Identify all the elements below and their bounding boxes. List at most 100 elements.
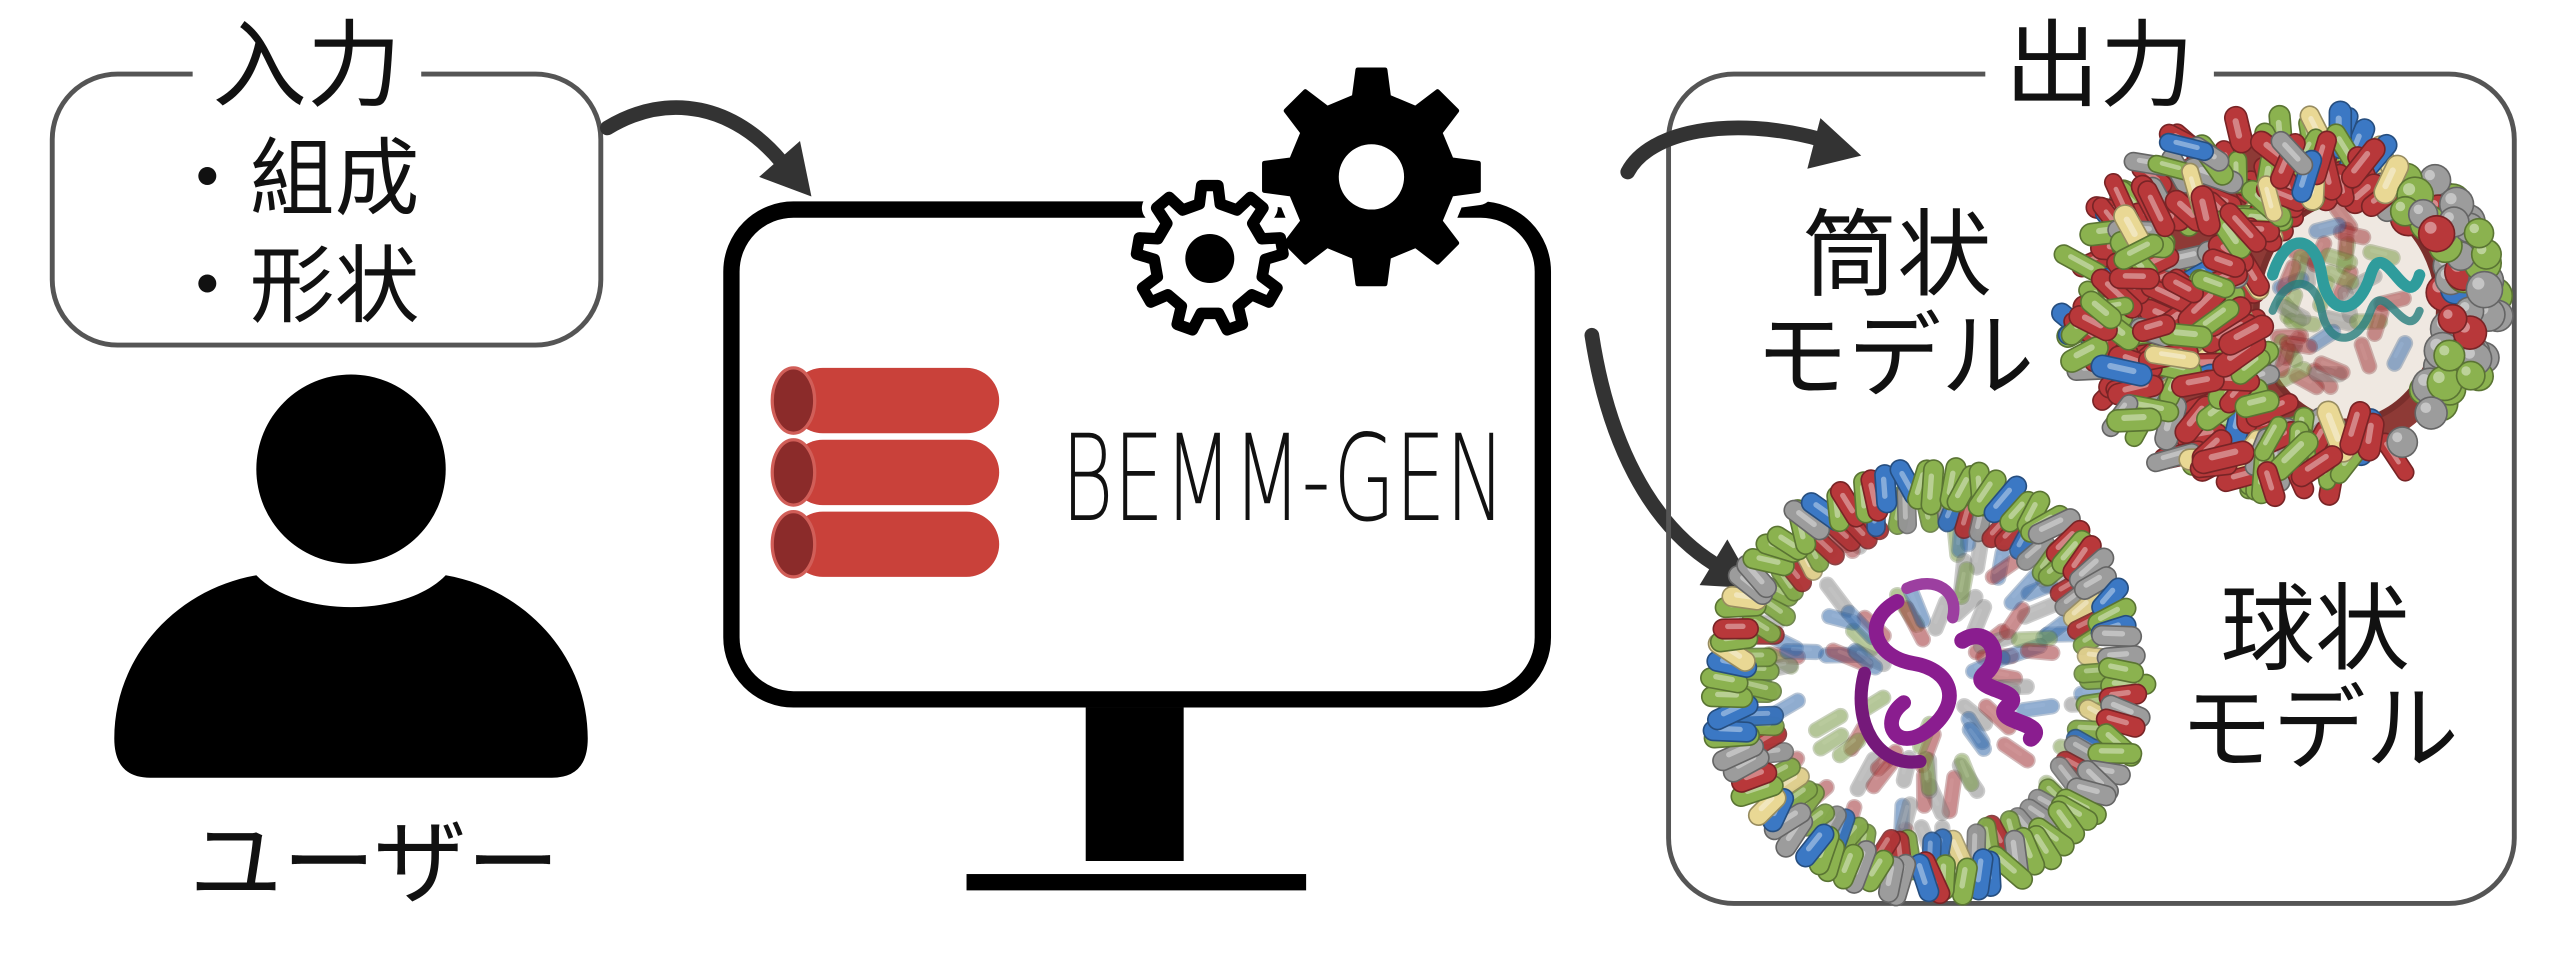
cylinder-pore-residue <box>2388 336 2412 371</box>
monitor-neck <box>1085 707 1184 861</box>
output-panel: 出力 <box>1666 12 2517 906</box>
sphere-inner-residue <box>1848 644 1882 674</box>
cylinder-pore-residue <box>2338 223 2354 260</box>
sphere-shell-residue-highlight <box>1959 866 1968 889</box>
cylinder-pore-residue <box>2309 218 2346 238</box>
cylinder-pore-residue-outline <box>2332 223 2372 246</box>
cylinder-sphere-residue-highlight <box>2424 221 2437 234</box>
sphere-inner-residue-highlight <box>1850 727 1862 744</box>
cylinder-pore-residue <box>2314 357 2350 379</box>
cylinder-pore-residue-highlight <box>2370 248 2388 256</box>
cylinder-sphere-residue-highlight <box>2445 192 2457 205</box>
cylinder-pore-residue-highlight <box>2372 310 2381 328</box>
cylinder-pore-residue <box>2284 314 2321 331</box>
sphere-inner-residue-highlight <box>1818 713 1838 727</box>
sphere-shell-residue-highlight <box>1868 482 1878 507</box>
sphere-shell-residue-highlight <box>2060 541 2078 561</box>
cylinder-helix <box>2268 279 2424 342</box>
sphere-shell-residue-highlight <box>1927 473 1935 500</box>
cylinder-pore-residue-outline <box>2275 298 2312 327</box>
sphere-shell-residue-highlight <box>2076 784 2100 795</box>
logo-cylinder-end <box>770 509 817 579</box>
cylinder-residue-highlight <box>2091 300 2110 316</box>
cylinder-pore-residue <box>2363 245 2400 265</box>
cylinder-residue-highlight <box>2199 198 2210 222</box>
sphere-inner-residue-highlight <box>1837 649 1861 662</box>
cylinder-residue-highlight <box>2147 194 2164 222</box>
sphere-shell-residue-highlight <box>2015 814 2030 831</box>
logo-cylinder-body <box>790 367 1000 434</box>
sphere-shell-residue-highlight <box>2101 630 2126 637</box>
arrow-head <box>1807 118 1862 169</box>
sphere-inner-residue-outline <box>2016 596 2061 625</box>
cylinder-sphere-residue <box>2415 397 2447 429</box>
sphere-inner-residue-highlight <box>1874 763 1889 781</box>
cylinder-pore-residue-outline <box>2279 286 2304 325</box>
cylinder-sphere-residue-highlight <box>2439 345 2450 356</box>
sphere-inner-residue-highlight <box>1898 805 1903 825</box>
sphere-shell-residue <box>2052 531 2091 573</box>
cylinder-pore-residue-outline <box>2332 264 2359 302</box>
sphere-inner-residue-outline <box>1990 544 2011 586</box>
cylinder-pore-residue <box>2277 296 2306 328</box>
cylinder-pore-residue-highlight <box>2281 276 2299 286</box>
cylinder-pore-residue-highlight <box>2285 336 2297 353</box>
cylinder-pore-residue <box>2277 260 2300 295</box>
sphere-inner-residue-highlight <box>1992 561 2009 575</box>
cylinder-residue-highlight <box>2173 279 2192 292</box>
sphere-inner-residue-outline <box>1825 642 1874 673</box>
user-head <box>256 374 446 564</box>
sphere-inner-residue-highlight <box>1864 695 1881 707</box>
sphere-shell-residue-highlight <box>2097 606 2121 622</box>
cylinder-pore-residue <box>2334 225 2370 244</box>
sphere-shell-residue-highlight <box>2086 768 2105 787</box>
sphere-shell-residue-highlight <box>1899 470 1914 492</box>
sphere-inner-residue-outline <box>1984 554 2022 586</box>
cylinder-sphere-residue <box>2457 362 2485 390</box>
sphere-inner-residue-outline <box>1953 752 1980 792</box>
sphere-inner-residue-highlight <box>1951 527 1958 550</box>
sphere-shell-residue-highlight <box>2056 809 2072 829</box>
sphere-shell-residue-highlight <box>2083 574 2102 588</box>
cylinder-pore-residue <box>2333 265 2357 300</box>
sphere-inner-residue-highlight <box>1900 804 1910 829</box>
sphere-shell-residue-highlight <box>1961 506 1971 526</box>
sphere-inner-residue-outline <box>1817 646 1869 664</box>
cylinder-pore-residue <box>2321 249 2357 269</box>
cylinder-sphere-residue-highlight <box>2392 432 2403 443</box>
cylinder-pore-residue-outline <box>2337 221 2355 261</box>
cylinder-sphere-residue-highlight <box>2413 204 2424 215</box>
cylinder-pore-residue <box>2307 364 2338 394</box>
sphere-inner-residue-highlight <box>1774 650 1795 657</box>
sphere-inner-residue <box>1991 546 2010 585</box>
cylinder-sphere-residue <box>2428 366 2462 400</box>
sphere-inner-residue-outline <box>2003 568 2044 611</box>
cylinder-pore-residue-highlight <box>2339 271 2350 288</box>
cylinder-pore-residue <box>2323 265 2358 289</box>
cylinder-model-image <box>2051 100 2514 508</box>
cylinder-pore-residue-highlight <box>2294 248 2312 259</box>
cylinder-residue-highlight <box>2214 256 2234 267</box>
cylinder-pore-residue-highlight <box>2293 256 2301 274</box>
cylinder-residue-highlight <box>2107 362 2137 375</box>
sphere-inner-residue-outline <box>1831 732 1867 764</box>
sphere-shell-residue <box>1732 776 1783 806</box>
sphere-inner-residue-outline <box>1951 757 1986 799</box>
arrow-shaft <box>1620 120 1828 180</box>
sphere-shell-residue-highlight <box>1756 555 1781 565</box>
sphere-inner-residue-highlight <box>1973 543 1981 563</box>
sphere-shell-residue <box>2017 535 2054 570</box>
cylinder-pore-residue-highlight <box>2285 293 2295 311</box>
gears <box>1121 55 1494 345</box>
sphere-inner-residue-outline <box>1819 576 1855 619</box>
sphere-inner-residue <box>1954 554 1971 599</box>
cylinder-pore-residue-highlight <box>2280 331 2298 337</box>
cylinder-pore-residue-outline <box>2288 367 2325 396</box>
cylinder-residue-highlight <box>2154 286 2180 301</box>
sphere-inner-residue <box>2017 699 2059 717</box>
sphere-inner-residue-outline <box>1812 727 1850 757</box>
sphere-inner-residue-outline <box>1999 637 2048 666</box>
sphere-inner-residue <box>1842 606 1879 644</box>
sphere-inner-residue-highlight <box>2082 688 2106 694</box>
